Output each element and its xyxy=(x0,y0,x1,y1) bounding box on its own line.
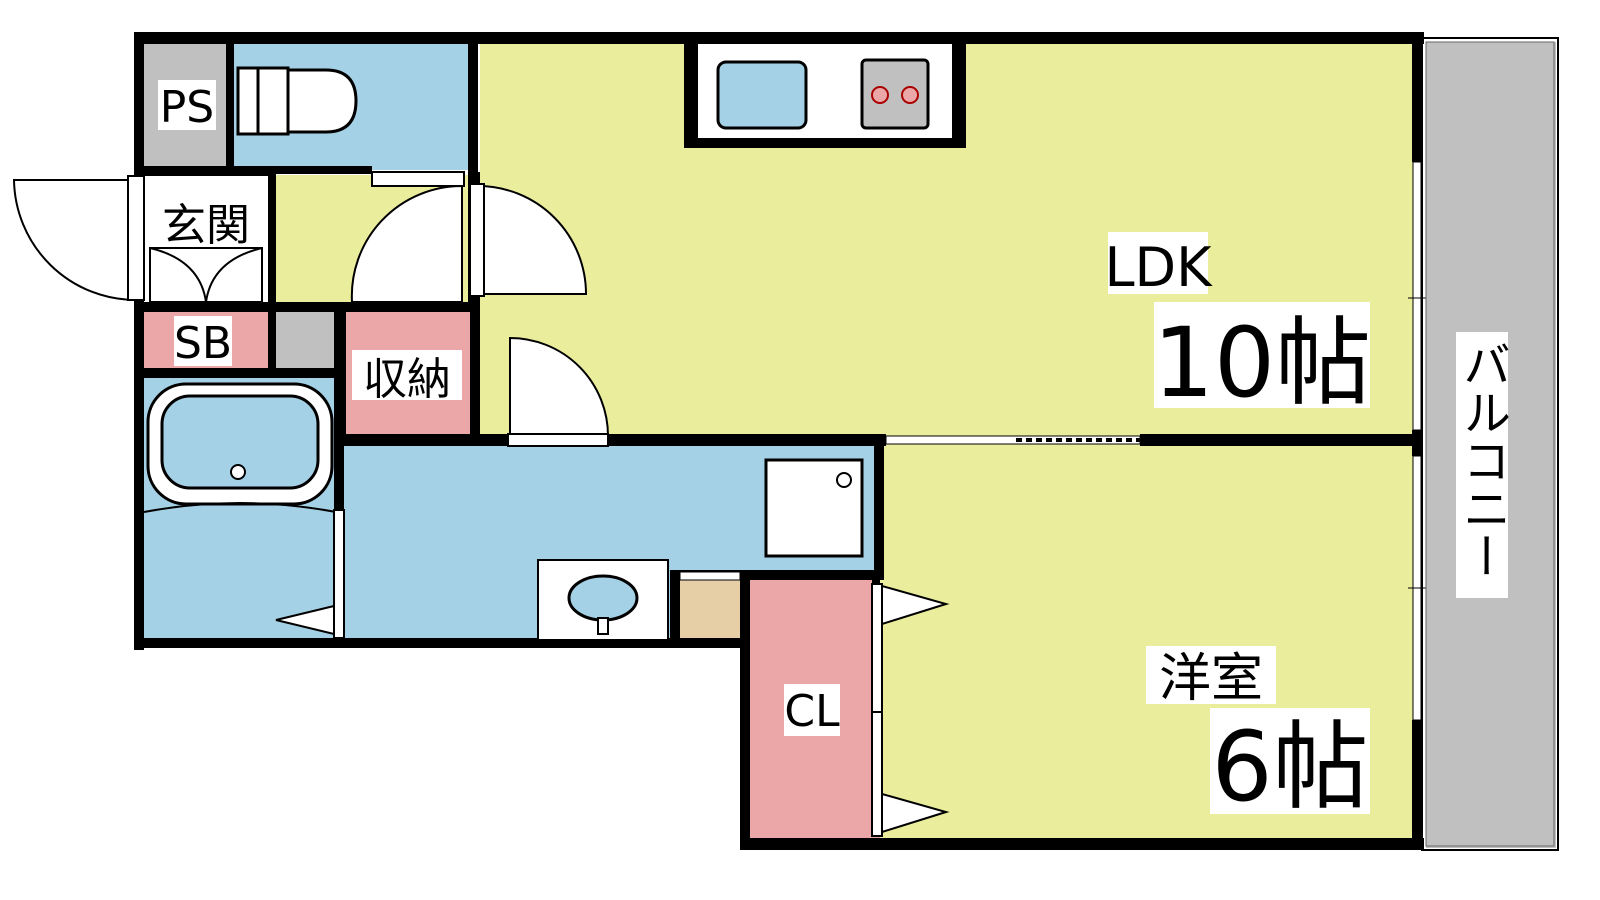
wall-sb-right xyxy=(268,302,276,378)
sink-icon xyxy=(716,60,808,130)
toilet-icon xyxy=(236,66,358,136)
wall-above-entrance xyxy=(134,166,274,176)
wall-toilet-right xyxy=(468,32,478,172)
hallway-door-icon xyxy=(350,184,463,303)
ldk-label: LDK xyxy=(1104,236,1213,299)
service-box-floor xyxy=(272,311,342,373)
closet-door-arrow-top-icon xyxy=(881,584,950,626)
washbasin-icon xyxy=(537,559,669,641)
wall-cabinet-top xyxy=(670,570,882,580)
wall-cabinet-left xyxy=(670,570,680,642)
wall-top xyxy=(134,32,1424,44)
wall-storage-bottom xyxy=(334,434,514,446)
wall-right-top xyxy=(1412,32,1422,162)
wall-wash-right xyxy=(874,434,884,580)
ldk-size-label: 10帖 xyxy=(1153,307,1371,419)
kitchen xyxy=(698,44,952,138)
cabinet-floor xyxy=(678,576,745,638)
bath-door-arrow-icon xyxy=(275,604,335,636)
wall-ldk-wash xyxy=(600,434,886,446)
wall-ps-toilet xyxy=(226,32,234,172)
counter-wall-right xyxy=(952,32,966,148)
washroom-fixtures xyxy=(537,458,864,641)
wall-left-upper xyxy=(134,32,144,180)
wall-entrance-right xyxy=(268,172,276,312)
ps-label: PS xyxy=(160,82,214,133)
closet-doors xyxy=(871,583,950,837)
burner-left-icon xyxy=(871,86,889,104)
wall-below-toilet xyxy=(226,166,372,174)
balcony-label: バルコニー xyxy=(1454,340,1510,580)
wall-bottom-left xyxy=(134,638,746,648)
wall-ldk-western xyxy=(1140,434,1422,446)
wall-storage-right xyxy=(470,300,480,445)
washroom-door-icon xyxy=(509,336,610,437)
entrance-door-icon xyxy=(12,179,137,301)
western-size-label: 6帖 xyxy=(1211,711,1368,823)
wall-sb-bottom xyxy=(134,368,346,378)
wall-sb-top xyxy=(134,302,480,312)
sliding-partition xyxy=(885,435,1141,445)
entrance-fixtures xyxy=(12,171,610,447)
labels: PS 玄関 SB 収納 LDK 10帖 洋室 6帖 CL バルコニー xyxy=(154,80,1510,823)
ldk-door-icon xyxy=(477,184,588,295)
bathroom-fixtures xyxy=(143,382,345,639)
wall-closet-left xyxy=(740,574,750,850)
wall-bath-wash xyxy=(334,440,344,512)
closet-label: CL xyxy=(784,686,840,737)
shoebox-label: SB xyxy=(174,318,232,369)
wall-left-lower xyxy=(134,300,144,650)
entrance-label: 玄関 xyxy=(162,200,250,251)
closet-door-arrow-bottom-icon xyxy=(881,792,950,834)
stove-icon xyxy=(860,58,930,130)
wall-right-bottom xyxy=(1412,720,1422,850)
wall-bottom-right xyxy=(740,838,1424,850)
wall-closet-right-top xyxy=(872,574,880,584)
burner-right-icon xyxy=(901,86,919,104)
counter-wall-left xyxy=(684,32,698,148)
western-room-label: 洋室 xyxy=(1159,649,1263,709)
balcony-windows xyxy=(1408,37,1559,851)
counter-wall-bottom xyxy=(684,138,966,148)
storage-label: 収納 xyxy=(363,354,451,405)
